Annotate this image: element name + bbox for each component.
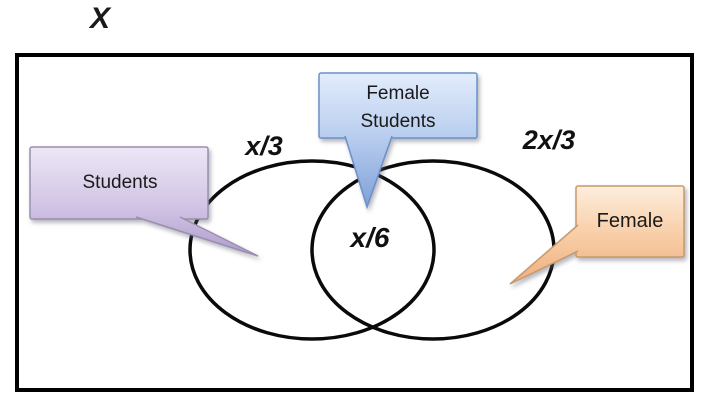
left-set-value-label: x/3 — [245, 131, 283, 161]
students-callout-tail — [135, 216, 259, 257]
female-students-callout-tail — [344, 135, 393, 210]
female-callout-label: Female — [596, 210, 664, 232]
female-callout-tail — [509, 224, 579, 285]
female-students-callout-box — [318, 72, 478, 139]
female-students-callout — [318, 72, 478, 210]
female-callout-box — [575, 185, 685, 258]
students-callout-label: Students — [82, 172, 158, 193]
right-set-value-label: 2x/3 — [522, 125, 576, 155]
intersection-value-label: x/6 — [350, 222, 390, 253]
students-callout — [29, 146, 259, 257]
female-students-callout-label: Female Students — [360, 83, 436, 132]
universe-label: X — [89, 2, 110, 35]
left-set-ellipse — [188, 159, 436, 341]
students-callout-box — [29, 146, 209, 220]
female-callout — [509, 185, 685, 285]
